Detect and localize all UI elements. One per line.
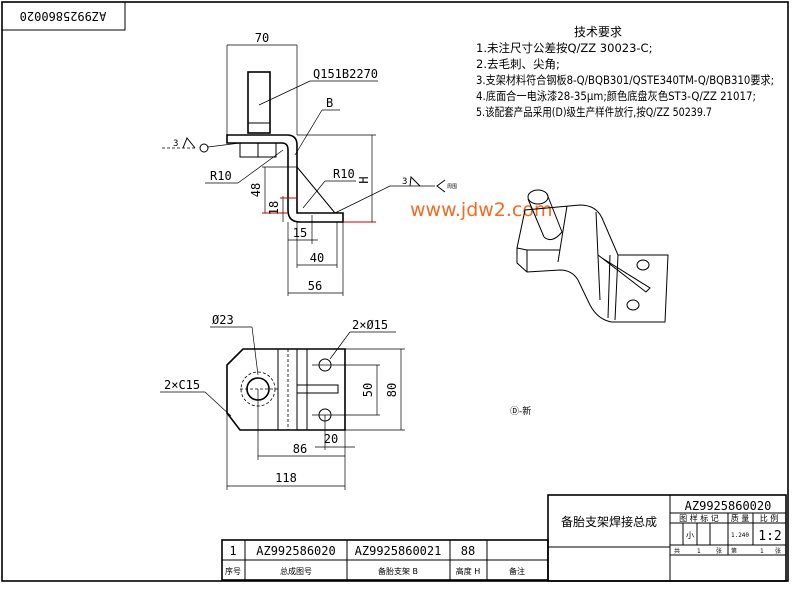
title-block: 备胎支架焊接总成 AZ9925860020 图 样 标 记 质 量 比 例 小 …	[547, 494, 787, 582]
weld-note: 周围	[447, 184, 457, 190]
holes-15-label: 2×Ø15	[352, 318, 388, 332]
radius-label-right: R10	[333, 167, 355, 181]
flipped-drawing-number: AZ9925860020	[20, 9, 107, 23]
scale-value: 1:2	[758, 529, 781, 544]
dim-70: 70	[255, 31, 269, 45]
dim-h: H	[357, 176, 371, 183]
mark-value: 小	[686, 531, 694, 540]
variant-row-cell: 88	[461, 544, 475, 558]
assembly-number: AZ9925860020	[685, 499, 772, 513]
dim-15: 15	[293, 226, 307, 240]
dim-50: 50	[361, 383, 375, 397]
weld-size-left: 3	[173, 139, 178, 149]
scale-header: 比 例	[760, 513, 779, 523]
tech-req-item: 1.未注尺寸公差按Q/ZZ 30023-C;	[476, 41, 652, 55]
drawing-frame	[1, 1, 789, 582]
sheet-no-label: 第	[731, 547, 737, 555]
plate-outline	[226, 348, 346, 431]
variant-header: 高度 H	[456, 566, 481, 576]
dim-20: 20	[324, 432, 338, 446]
part-number-label: Q151B2270	[313, 67, 378, 81]
slot	[296, 384, 339, 394]
weld-size-right: 3	[402, 177, 407, 187]
flipped-number-box: AZ9925860020	[1, 1, 126, 31]
bracket-profile	[226, 134, 344, 223]
assembly-name: 备胎支架焊接总成	[561, 514, 657, 529]
dim-118: 118	[275, 471, 297, 485]
sheet-unit: 张	[716, 547, 722, 555]
sheet-total: 1	[697, 548, 701, 555]
gusset-edge	[296, 166, 336, 214]
variant-header: 序号	[225, 566, 241, 576]
tech-req-item: 3.支架材料符合钢板8-Q/BQB301/QSTE340TM-Q/BQB310要…	[476, 73, 774, 87]
side-view: 70 H 48 18 15 40 56 Q151B2270 B R10 R10	[162, 31, 457, 296]
mass-value: 1.240	[731, 532, 749, 539]
variant-header: 备注	[509, 566, 525, 576]
watermark: www.jdw2.com	[410, 199, 553, 221]
weld-symbol-icon: 3	[162, 137, 241, 153]
tech-req-item: 2.去毛刺、尖角;	[476, 57, 560, 71]
iso-note: Ⓓ-新	[510, 405, 531, 417]
variant-row-cell: AZ992586020	[256, 544, 335, 558]
tech-req-title: 技术要求	[574, 25, 622, 39]
dim-40: 40	[310, 251, 324, 265]
dim-80: 80	[385, 383, 399, 397]
dim-48: 48	[249, 183, 263, 197]
variant-row-cell: 1	[229, 544, 236, 558]
tech-req-item: 4.底面合一电泳漆28-35μm;颜色底盘灰色ST3-Q/ZZ 21017;	[476, 89, 756, 103]
sheet-total-label: 共	[674, 547, 680, 555]
sheet-no: 1	[760, 548, 764, 555]
variant-header: 总成图号	[280, 566, 312, 576]
sheet-unit2: 张	[775, 547, 781, 555]
variant-label: B	[326, 96, 333, 110]
mass-header: 质 量	[731, 513, 750, 523]
variant-row-cell: AZ9925860021	[355, 544, 442, 558]
chamfer-label: 2×C15	[164, 378, 200, 392]
technical-requirements: 技术要求 1.未注尺寸公差按Q/ZZ 30023-C; 2.去毛刺、尖角; 3.…	[476, 25, 774, 119]
radius-label-left: R10	[210, 169, 232, 183]
dim-86: 86	[293, 442, 307, 456]
variant-table: 1 AZ992586020 AZ9925860021 88 序号 总成图号 备胎…	[221, 539, 549, 581]
isometric-view	[516, 189, 669, 323]
dim-18: 18	[267, 201, 281, 215]
hole-23-label: Ø23	[212, 313, 234, 327]
top-view: 50 80 20 86 118 Ø23 2×Ø15 2×C15	[160, 313, 405, 490]
mark-header: 图 样 标 记	[679, 513, 719, 523]
dim-56: 56	[308, 279, 322, 293]
variant-header: 备胎支架 B	[378, 566, 418, 576]
weld-symbol-icon: 3 周围	[334, 175, 457, 214]
stud-shaft	[247, 71, 271, 134]
tech-req-item: 5.该配套产品采用(D)级生产样件放行,按Q/ZZ 50239.7	[476, 105, 712, 119]
